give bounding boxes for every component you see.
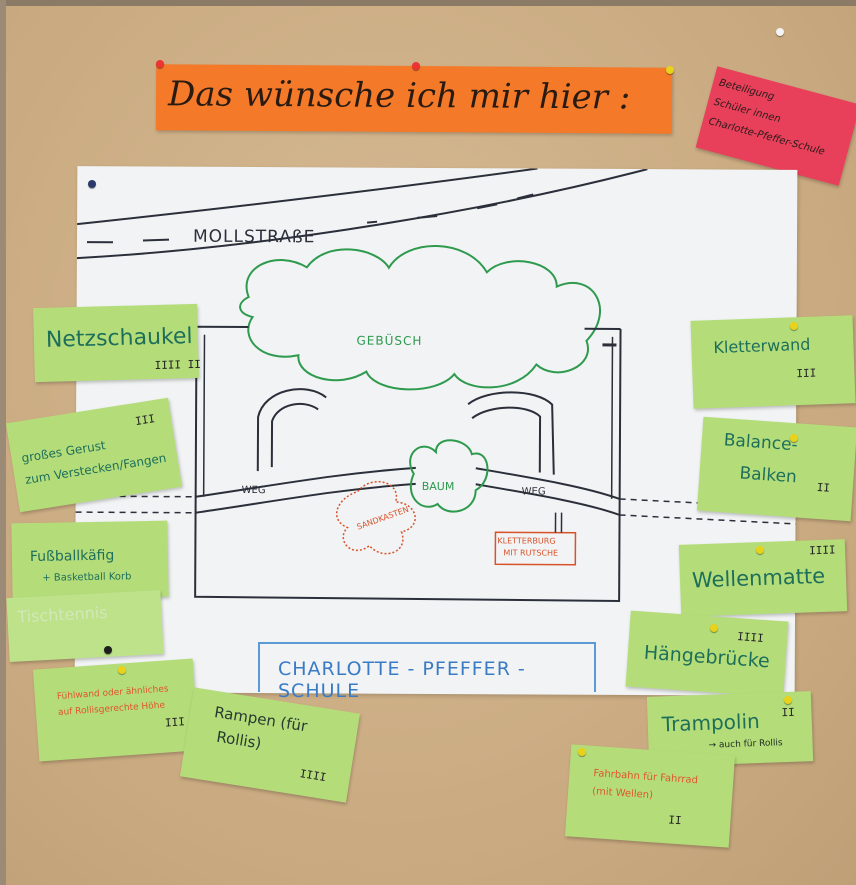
note-fuehlwand: Fühlwand oder ähnliches auf Rollisgerech…: [32, 658, 200, 762]
note-kletterwand-marks: III: [796, 366, 817, 381]
note-rampen-line-2: Rollis): [215, 727, 263, 753]
pin-icon: [784, 696, 792, 704]
path-right-label: WEG: [521, 486, 546, 498]
note-balance-balken: Balance- Balken II: [696, 416, 856, 522]
note-netzschaukel: Netzschaukel IIII II: [33, 303, 202, 383]
note-fussballkaefig: Fußballkäfig + Basketball Korb: [11, 520, 169, 600]
board-frame-left: [0, 0, 6, 885]
note-fahrbahn-line-1: Fahrbahn für Fahrrad: [593, 768, 699, 787]
note-fussballkaefig-line-2: + Basketball Korb: [42, 571, 132, 584]
path-left-label: WEG: [241, 484, 266, 497]
pin-icon: [666, 66, 674, 74]
note-haengebruecke: Hängebrücke IIII: [625, 610, 789, 698]
note-fuehlwand-line-1: Fühlwand oder ähnliches: [56, 684, 169, 703]
note-fussballkaefig-line-1: Fußballkäfig: [29, 547, 115, 566]
note-balance-balken-line-2: Balken: [738, 463, 798, 488]
participation-line-3: Charlotte-Pfeffer-Schule: [707, 116, 826, 158]
pin-icon: [118, 666, 126, 674]
note-balance-balken-marks: II: [816, 480, 831, 495]
note-tischtennis: Tischtennis: [6, 590, 164, 662]
pin-icon: [776, 28, 784, 36]
board-frame-top: [0, 0, 856, 6]
page-title: Das wünsche ich mir hier :: [167, 74, 631, 118]
note-netzschaukel-text: Netzschaukel: [45, 323, 193, 353]
note-wellenmatte-marks: IIII: [808, 543, 836, 558]
note-fahrbahn-marks: II: [667, 813, 683, 828]
note-grosses-geruest-marks: III: [134, 412, 156, 429]
map-sheet: MOLLSTRAßE GEBÜSCH BAUM SANDKASTEN WEG W…: [74, 166, 798, 696]
note-kletterwand: Kletterwand III: [690, 315, 856, 409]
pin-icon: [104, 646, 112, 654]
note-fahrbahn-line-2: (mit Wellen): [591, 785, 654, 802]
note-trampolin-text: Trampolin: [661, 708, 761, 737]
pin-icon: [578, 748, 586, 756]
pin-icon: [790, 322, 798, 330]
climbing-castle-label-2: MIT RUTSCHE: [503, 548, 559, 558]
pin-icon: [412, 62, 420, 70]
pin-icon: [756, 546, 764, 554]
bush-label: GEBÜSCH: [356, 333, 423, 348]
note-wellenmatte-text: Wellenmatte: [691, 563, 826, 593]
street-label: MOLLSTRAßE: [192, 226, 316, 248]
note-tischtennis-text: Tischtennis: [16, 602, 108, 627]
pin-icon: [156, 60, 164, 68]
tree-label: BAUM: [421, 479, 455, 494]
note-trampolin-marks: II: [781, 705, 795, 720]
pin-icon: [790, 434, 798, 442]
pin-icon: [88, 180, 96, 188]
note-haengebruecke-marks: IIII: [736, 630, 765, 645]
note-balance-balken-line-1: Balance-: [723, 430, 799, 456]
title-card: Das wünsche ich mir hier :: [155, 64, 673, 134]
note-fuehlwand-marks: III: [164, 715, 186, 730]
school-box: CHARLOTTE - PFEFFER - SCHULE: [258, 642, 596, 702]
note-fahrbahn: Fahrbahn für Fahrrad (mit Wellen) II: [564, 744, 736, 848]
note-kletterwand-text: Kletterwand: [713, 334, 811, 358]
note-trampolin-sub: → auch für Rollis: [708, 738, 783, 751]
school-label: CHARLOTTE - PFEFFER - SCHULE: [278, 658, 526, 702]
note-netzschaukel-marks: IIII II: [154, 357, 202, 372]
map-sketch: [75, 167, 796, 602]
note-fuehlwand-line-2: auf Rollisgerechte Höhe: [57, 700, 166, 719]
climbing-castle-label-1: KLETTERBURG: [497, 536, 556, 546]
note-rampen-marks: IIII: [298, 767, 328, 785]
note-haengebruecke-text: Hängebrücke: [643, 641, 771, 673]
pin-icon: [710, 624, 718, 632]
